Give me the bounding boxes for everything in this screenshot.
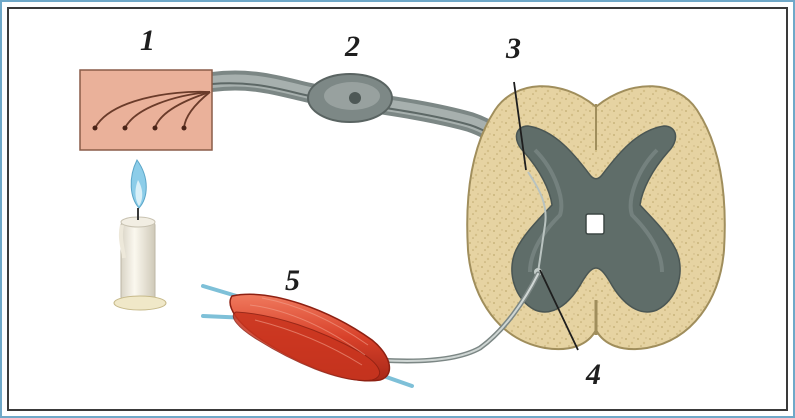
label-2: 2 (345, 32, 360, 62)
ganglion-cell-body (349, 92, 361, 104)
label-5: 5 (285, 266, 300, 296)
central-canal (586, 214, 604, 234)
label-1: 1 (140, 26, 155, 56)
label-4: 4 (586, 360, 601, 390)
label-3: 3 (506, 34, 521, 64)
